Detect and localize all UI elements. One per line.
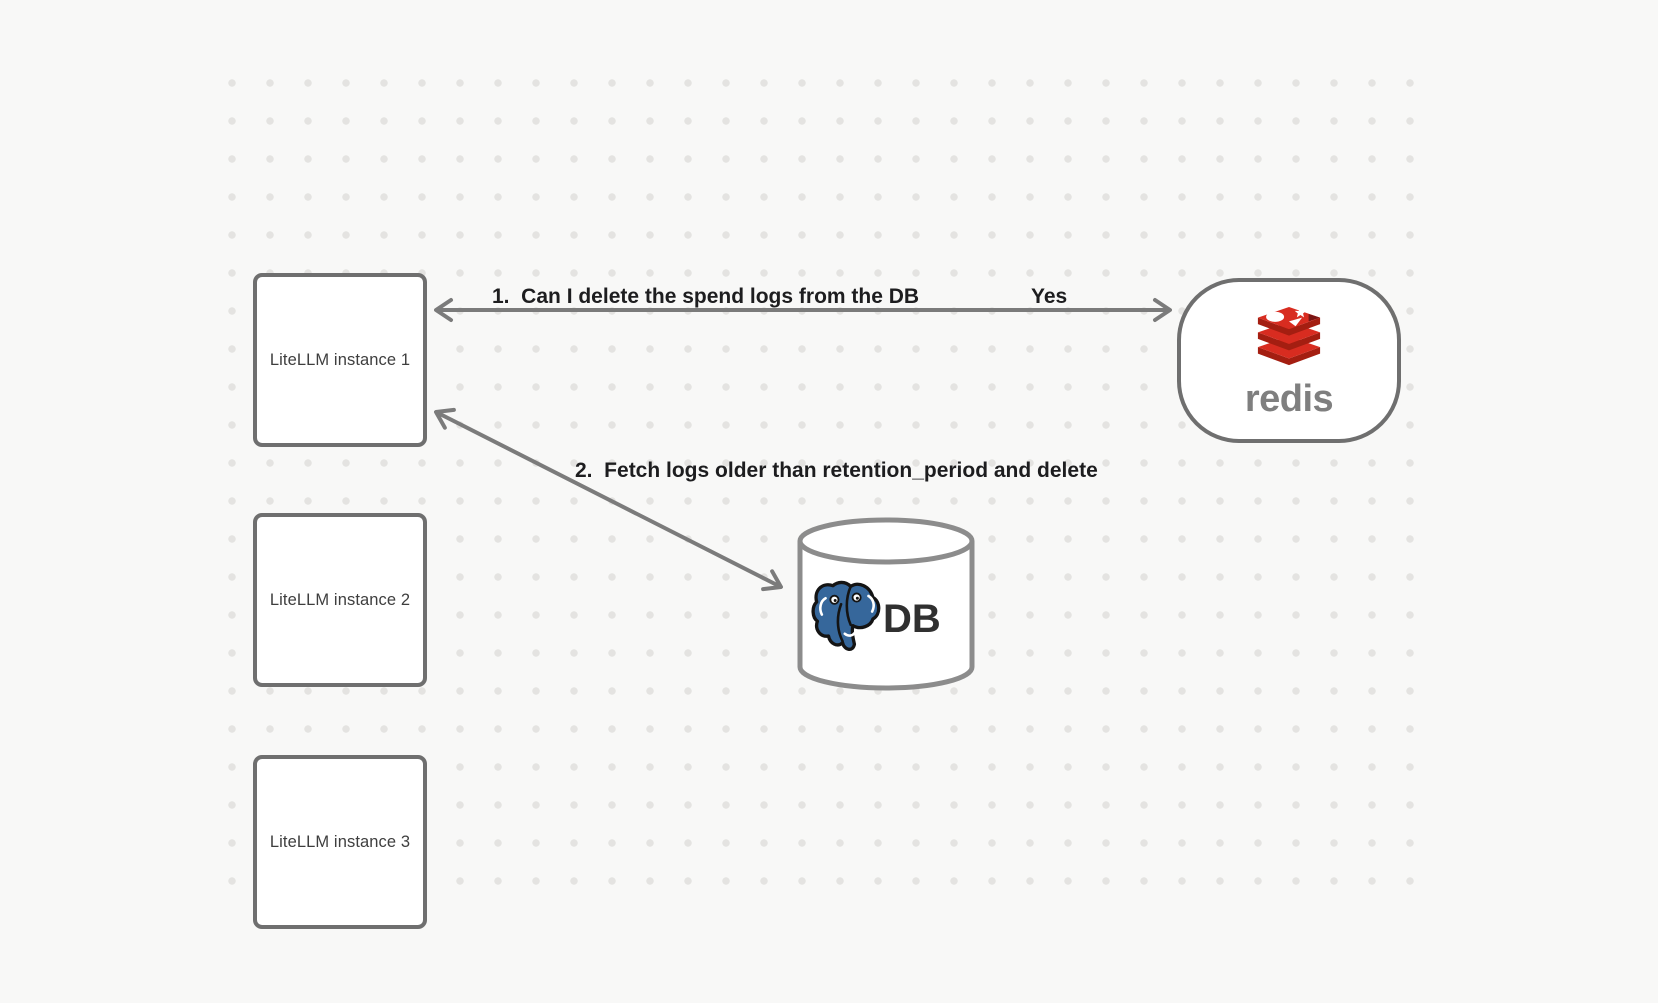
postgresql-elephant-icon bbox=[811, 580, 881, 651]
litellm-instance-1-label: LiteLLM instance 1 bbox=[269, 350, 411, 369]
db-cylinder-node[interactable] bbox=[794, 514, 978, 696]
litellm-instance-1-node[interactable]: LiteLLM instance 1 bbox=[253, 273, 427, 447]
litellm-instance-2-node[interactable]: LiteLLM instance 2 bbox=[253, 513, 427, 687]
edge-instance1-db[interactable] bbox=[434, 407, 783, 592]
litellm-instance-3-node[interactable]: LiteLLM instance 3 bbox=[253, 755, 427, 929]
redis-node[interactable]: redis bbox=[1177, 278, 1401, 443]
redis-stack-icon bbox=[1257, 307, 1321, 366]
litellm-instance-3-label: LiteLLM instance 3 bbox=[269, 832, 411, 851]
edge2-label: 2. Fetch logs older than retention_perio… bbox=[575, 459, 1098, 482]
redis-wordmark: redis bbox=[1244, 378, 1334, 420]
edge1-label: 1. Can I delete the spend logs from the … bbox=[492, 285, 920, 308]
db-label: DB bbox=[883, 597, 941, 641]
litellm-instance-2-label: LiteLLM instance 2 bbox=[269, 590, 411, 609]
edge1-response-label: Yes bbox=[1031, 285, 1068, 308]
